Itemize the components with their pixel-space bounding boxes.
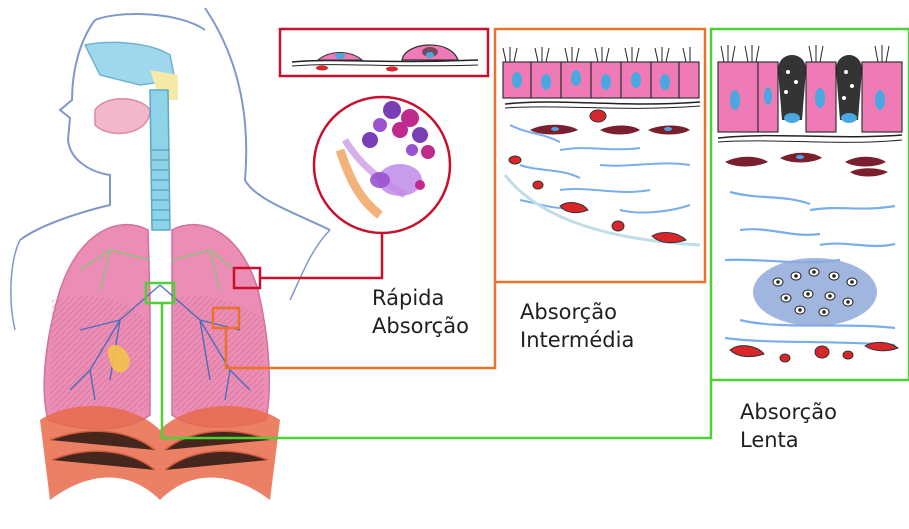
intermediate-label-line-1: Absorção: [520, 298, 634, 326]
intermediate-label-line-2: Intermédia: [520, 326, 634, 354]
rapid-label-line-1: Rápida: [372, 284, 469, 312]
slow-label-line-1: Absorção: [740, 398, 837, 426]
intermediate-absorption-panel: [495, 29, 705, 282]
rapid-absorption-panel: [280, 29, 488, 233]
slow-absorption-panel: [711, 29, 909, 380]
slow-absorption-label: Absorção Lenta: [740, 398, 837, 454]
intermediate-absorption-label: Absorção Intermédia: [520, 298, 634, 354]
rapid-absorption-label: Rápida Absorção: [372, 284, 469, 340]
rapid-connector: [260, 230, 382, 278]
rapid-label-line-2: Absorção: [372, 312, 469, 340]
human-respiratory-illustration: [11, 8, 330, 500]
slow-label-line-2: Lenta: [740, 426, 837, 454]
